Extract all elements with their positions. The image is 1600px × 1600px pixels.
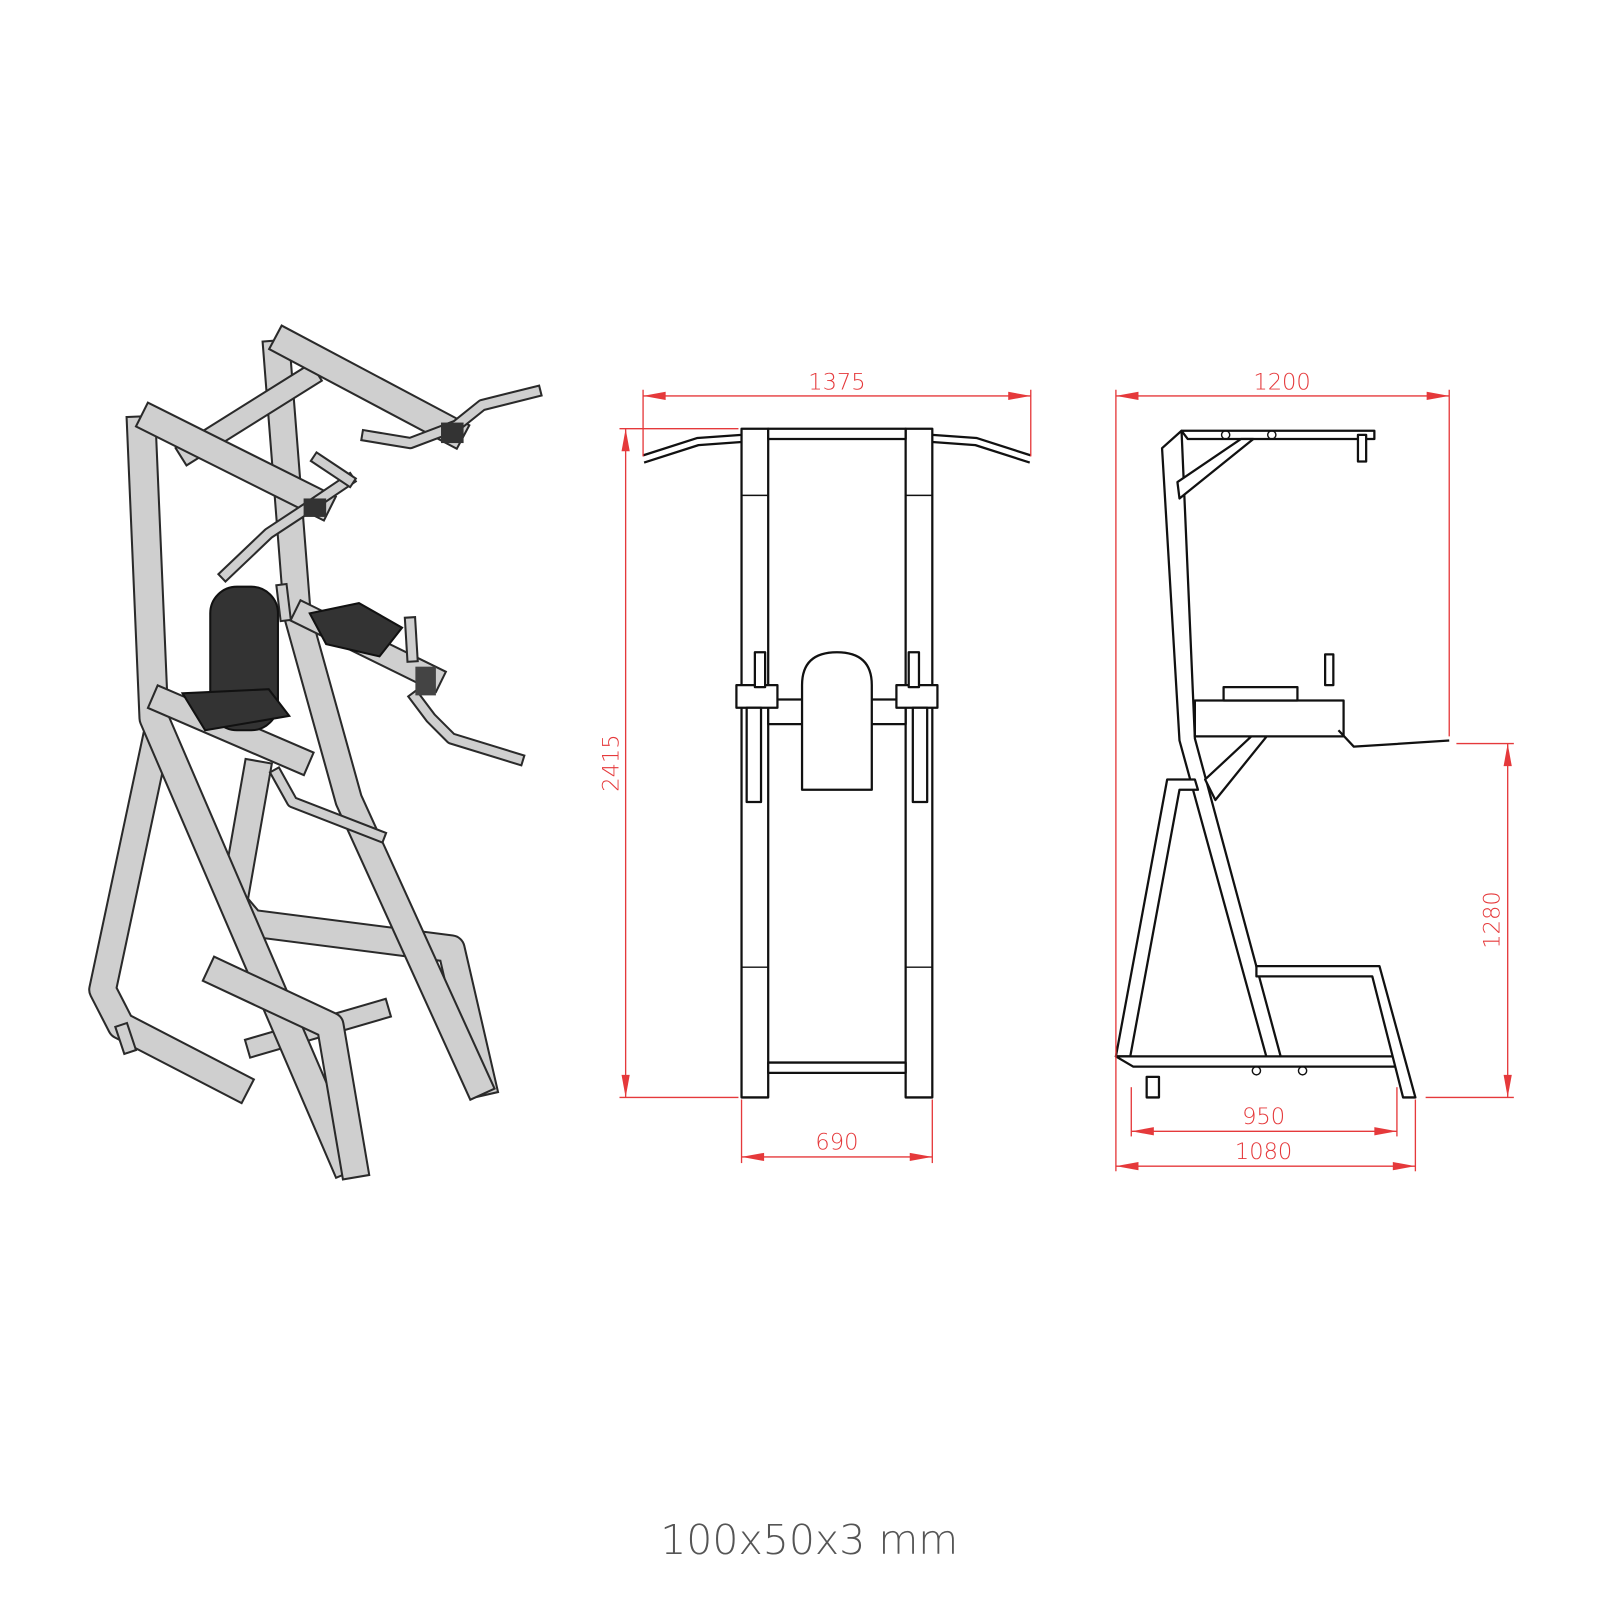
front-foot: [201, 955, 371, 1181]
seat-back: [800, 651, 873, 791]
rear-leg: [1114, 778, 1200, 1058]
pullup-handle: [216, 471, 358, 584]
arrowhead-icon: [1503, 1074, 1512, 1098]
front-leg: [1255, 965, 1417, 1099]
arrowhead-icon: [1115, 1162, 1139, 1171]
top-handle: [1356, 433, 1368, 463]
dip-handle: [275, 582, 292, 623]
foot: [1145, 1075, 1161, 1099]
pullup-handle: [309, 450, 358, 489]
top-crossbar: [767, 427, 907, 441]
top-brace: [1176, 437, 1255, 500]
dim-height: 2415: [598, 734, 624, 791]
dim-handle-height: 1280: [1479, 891, 1505, 948]
bracket-block: [303, 498, 327, 517]
dim-side-base: 1080: [1235, 1139, 1292, 1165]
left-pullup-handle: [642, 433, 742, 457]
dim-front-width: 1375: [808, 370, 865, 396]
arrowhead-icon: [1426, 391, 1450, 400]
dip-grip: [1323, 653, 1335, 687]
left-dip-bracket: [735, 684, 779, 709]
isometric-view: [88, 324, 543, 1181]
base-crossbar: [113, 1021, 138, 1056]
arrowhead-icon: [643, 391, 666, 400]
lower-brace: [1204, 735, 1268, 802]
right-pullup-handle-lower: [932, 440, 1031, 464]
side-view: [1114, 429, 1450, 1099]
dip-handle: [1337, 729, 1450, 748]
arrowhead-icon: [1392, 1162, 1416, 1171]
right-dip-grip: [907, 651, 921, 689]
arm-pad: [308, 601, 404, 658]
dip-handle: [403, 616, 419, 663]
bracket-block: [415, 666, 436, 696]
arrowhead-icon: [909, 1152, 933, 1162]
dip-handle: [406, 688, 526, 767]
arrowhead-icon: [1008, 391, 1031, 400]
front-view: [642, 427, 1032, 1099]
seat-arm: [1193, 699, 1345, 738]
right-dip-bracket: [895, 684, 939, 709]
base-bar: [1114, 1055, 1402, 1068]
top-arm: [267, 324, 471, 451]
arrowhead-icon: [1115, 391, 1139, 400]
left-dip-grip: [753, 651, 767, 689]
left-dip-handle: [745, 706, 763, 804]
top-arm: [134, 401, 338, 522]
seat-pad: [180, 688, 292, 732]
bottom-crossbar: [767, 1061, 907, 1074]
right-dip-handle: [911, 706, 929, 804]
dimension-lines: [619, 389, 1514, 1172]
arrowhead-icon: [1503, 743, 1512, 767]
top-arm: [1180, 429, 1376, 441]
dip-handle: [268, 765, 388, 844]
arrowhead-icon: [1374, 1127, 1397, 1136]
seat-pad: [1222, 686, 1299, 702]
dim-side-depth: 1200: [1253, 370, 1310, 396]
right-pullup-handle: [932, 433, 1032, 457]
profile-caption: 100x50x3 mm: [660, 1516, 958, 1564]
arrowhead-icon: [621, 428, 630, 452]
bracket-block: [441, 422, 464, 444]
arrowhead-icon: [1131, 1127, 1154, 1136]
arrowhead-icon: [741, 1152, 765, 1162]
left-pullup-handle-lower: [643, 440, 742, 464]
leg-frame: [88, 731, 256, 1105]
dim-front-base-width: 690: [815, 1130, 858, 1156]
arrowhead-icon: [621, 1074, 630, 1098]
dim-side-inner-base: 950: [1242, 1104, 1285, 1130]
